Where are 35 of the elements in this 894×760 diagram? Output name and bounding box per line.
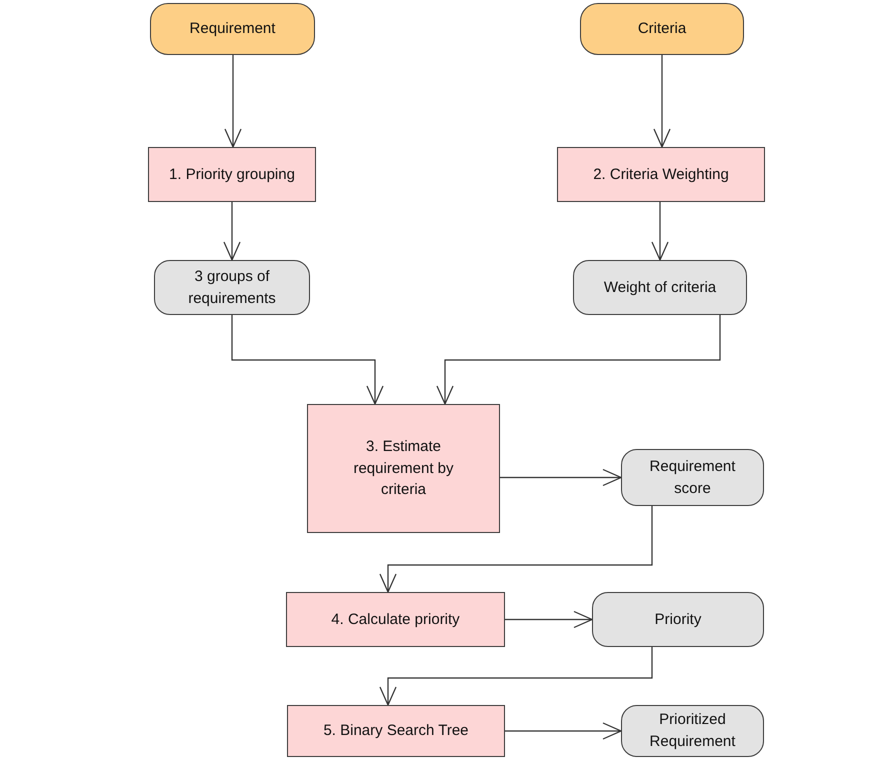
process-box bbox=[148, 147, 316, 202]
start-terminal bbox=[150, 3, 315, 55]
process-box bbox=[307, 404, 500, 533]
start-terminal bbox=[580, 3, 744, 55]
data-terminal bbox=[621, 449, 764, 506]
node-label: Priority bbox=[654, 610, 702, 630]
arrow bbox=[379, 506, 653, 593]
data-terminal bbox=[573, 260, 747, 315]
node-label: 3. Estimate requirement by criteria bbox=[352, 436, 455, 500]
data-terminal bbox=[154, 260, 310, 315]
arrow bbox=[379, 647, 653, 706]
process-box bbox=[557, 147, 765, 202]
node-label: 4. Calculate priority bbox=[331, 610, 460, 630]
process-box bbox=[286, 592, 505, 647]
node-label: 2. Criteria Weighting bbox=[593, 164, 729, 185]
arrow bbox=[500, 468, 622, 486]
node-label: 5. Binary Search Tree bbox=[323, 721, 469, 742]
arrow bbox=[224, 55, 242, 148]
node-label: 3 groups of requirements bbox=[187, 266, 277, 308]
process-box bbox=[287, 705, 505, 757]
arrow bbox=[231, 315, 384, 405]
arrow bbox=[505, 610, 593, 628]
arrow bbox=[505, 722, 622, 740]
node-label: Requirement bbox=[190, 19, 276, 40]
node-label: Requirement score bbox=[648, 456, 736, 498]
arrow bbox=[651, 202, 669, 261]
arrow bbox=[653, 55, 671, 148]
node-label: Prioritized Requirement bbox=[648, 710, 736, 752]
data-terminal bbox=[592, 592, 764, 647]
node-label: Weight of criteria bbox=[604, 278, 716, 298]
arrow bbox=[223, 202, 241, 261]
node-label: 1. Priority grouping bbox=[169, 164, 295, 185]
data-terminal bbox=[621, 705, 764, 757]
node-label: Criteria bbox=[638, 19, 686, 40]
arrow bbox=[436, 315, 721, 405]
